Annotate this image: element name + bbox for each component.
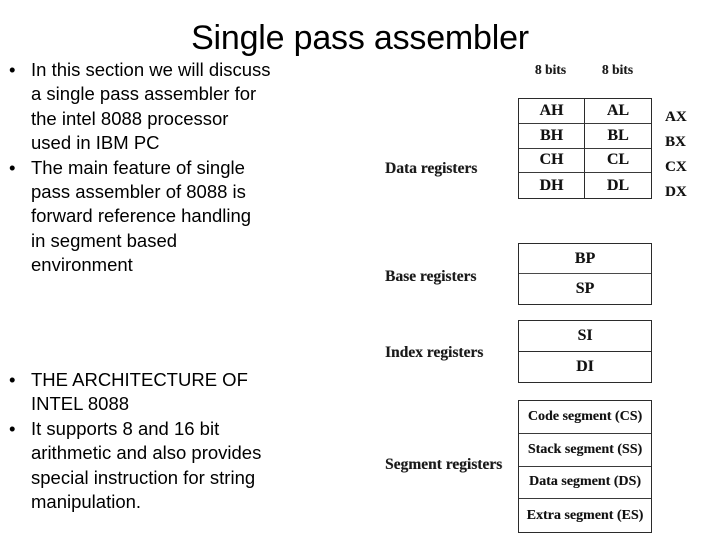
index-registers-label: Index registers	[385, 344, 484, 361]
register-cell-bp: BP	[519, 244, 651, 274]
bullet-text: The main feature of single pass assemble…	[31, 156, 350, 278]
list-item: • It supports 8 and 16 bit arithmetic an…	[0, 417, 350, 515]
register-cell-al: AL	[585, 99, 651, 124]
bullet-line: the intel 8088 processor	[31, 107, 229, 129]
bullet-line: used in IBM PC	[31, 132, 160, 154]
bullet-line: pass assembler of 8088 is	[31, 181, 246, 203]
register-cell-sp: SP	[575, 280, 595, 297]
register-cell-si: SI	[519, 321, 651, 352]
register-architecture-diagram: 8 bits 8 bits Data registers AH AL BH BL…	[370, 0, 720, 540]
register-cell-dh: DH	[519, 173, 585, 198]
register-cell-cs: Code segment (CS)	[519, 401, 651, 434]
register-cell-dl: DL	[606, 176, 630, 194]
bullet-marker-icon: •	[9, 59, 16, 80]
bullet-marker-icon: •	[9, 369, 16, 390]
base-registers-label: Base registers	[385, 268, 477, 285]
list-item: • In this section we will discuss a sing…	[0, 58, 350, 156]
bullet-line: It supports 8 and 16 bit	[31, 417, 220, 439]
bullet-group-two: • THE ARCHITECTURE OF INTEL 8088 • It su…	[0, 368, 350, 514]
register-cell-cl: CL	[585, 149, 651, 174]
segment-registers-label: Segment registers	[385, 456, 503, 473]
register-cell-bl: BL	[585, 124, 651, 149]
page-title: Single pass assembler	[191, 19, 529, 57]
list-item: • THE ARCHITECTURE OF INTEL 8088	[0, 368, 350, 417]
bullet-line: a single pass assembler for	[31, 83, 257, 105]
bullet-line: manipulation.	[31, 491, 142, 513]
register-cell-ah: AH	[519, 99, 585, 124]
bullet-group-one: • In this section we will discuss a sing…	[0, 58, 350, 278]
register-cell-bh: BH	[519, 123, 585, 149]
data-registers-label: Data registers	[385, 160, 478, 177]
base-registers-table: BP SP	[518, 243, 652, 305]
bullet-marker-icon: •	[9, 417, 16, 439]
segment-registers-table: Code segment (CS) Stack segment (SS) Dat…	[518, 400, 652, 533]
register-cell-ds: Data segment (DS)	[519, 467, 651, 500]
bullet-line: The main feature of single	[31, 156, 245, 178]
bits-header-low: 8 bits	[601, 62, 634, 77]
data-registers-table: AH AL BH BL CH CL DH DL	[518, 98, 652, 199]
bullet-line: environment	[31, 254, 133, 276]
bullet-line: special instruction for string	[31, 466, 256, 488]
bullet-text: THE ARCHITECTURE OF INTEL 8088	[31, 368, 350, 417]
bits-header-high: 8 bits	[534, 62, 567, 77]
slide-body-text: • In this section we will discuss a sing…	[0, 58, 350, 512]
register-name-dx: DX	[665, 184, 687, 200]
bullet-text: In this section we will discuss a single…	[31, 58, 350, 156]
register-name-ax: AX	[665, 109, 687, 125]
index-registers-table: SI DI	[518, 320, 652, 383]
bullet-text: It supports 8 and 16 bit arithmetic and …	[31, 417, 350, 515]
list-item: • The main feature of single pass assemb…	[0, 156, 350, 278]
bullet-line: INTEL 8088	[31, 393, 130, 415]
register-name-bx: BX	[665, 134, 686, 150]
register-cell-es: Extra segment (ES)	[526, 507, 644, 523]
bullet-line: forward reference handling	[31, 205, 252, 227]
bullet-line: THE ARCHITECTURE OF	[31, 369, 248, 390]
bullet-line: In this section we will discuss	[31, 59, 271, 80]
register-cell-ch: CH	[519, 148, 585, 174]
bullet-line: in segment based	[31, 229, 178, 251]
bullet-marker-icon: •	[9, 156, 16, 178]
bullet-line: arithmetic and also provides	[31, 442, 262, 464]
register-name-cx: CX	[665, 159, 687, 175]
register-cell-di: DI	[576, 357, 594, 375]
register-cell-ss: Stack segment (SS)	[519, 434, 651, 467]
